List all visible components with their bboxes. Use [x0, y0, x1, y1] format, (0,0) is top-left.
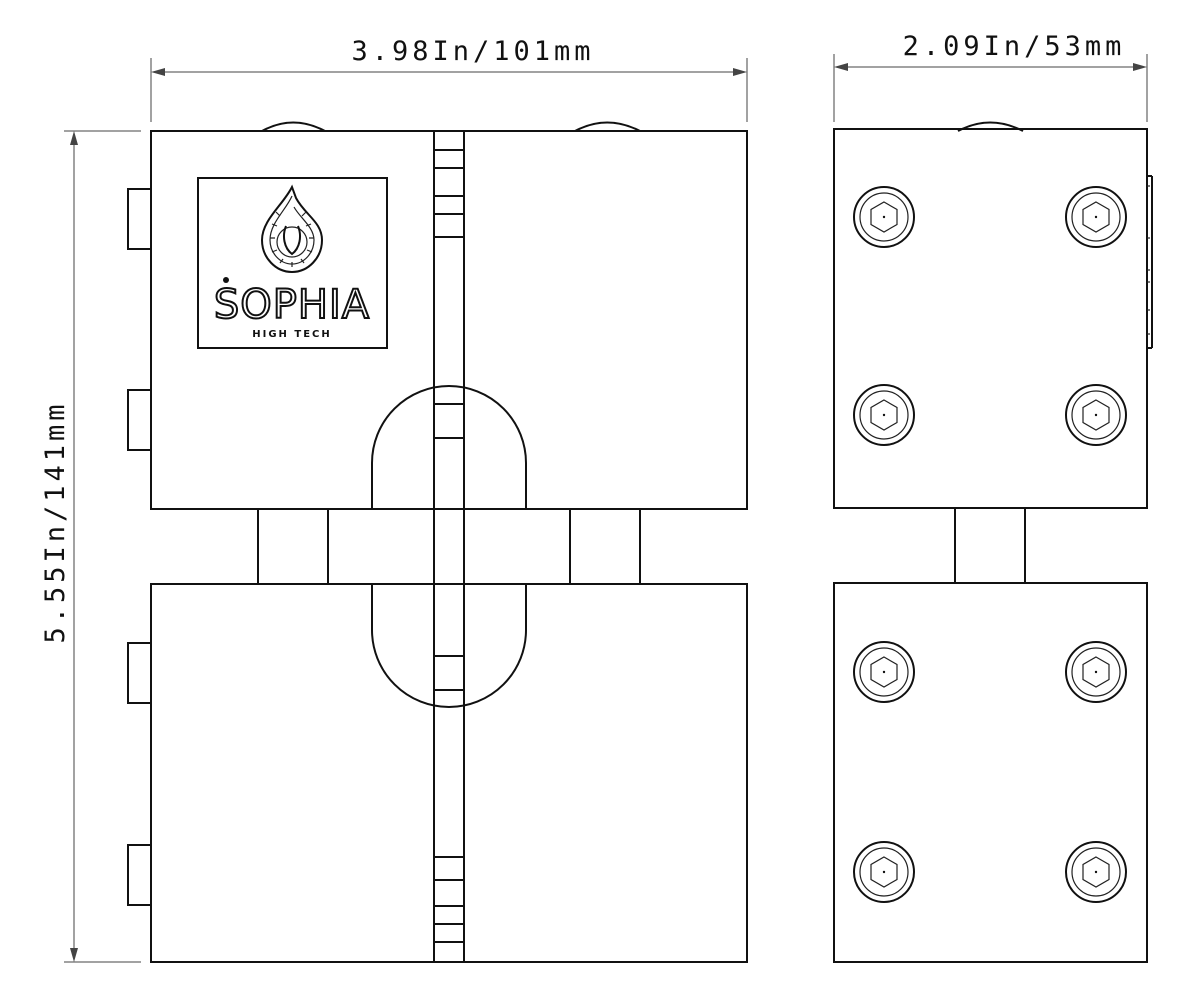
upper-center-cutout — [371, 385, 527, 509]
front-view: SOPHIA HIGH TECH — [127, 121, 748, 963]
hinge-segments — [434, 149, 464, 943]
logo-plate: SOPHIA HIGH TECH — [197, 177, 388, 349]
hex-bolt-icon — [853, 186, 915, 248]
width-dimension: 3.98In/101mm — [150, 36, 748, 122]
depth-dimension-label: 2.09In/53mm — [903, 31, 1126, 62]
depth-dimension: 2.09In/53mm — [833, 31, 1148, 122]
side-lower-block — [833, 582, 1148, 963]
hex-bolt-icon — [1065, 384, 1127, 446]
hex-bolt-icon — [853, 384, 915, 446]
sophia-logo-icon — [223, 184, 324, 283]
side-connector-post — [954, 507, 1026, 584]
side-view — [833, 121, 1153, 963]
hex-bolt-icon — [1065, 186, 1127, 248]
logo-brand-text: SOPHIA — [214, 282, 370, 328]
height-dimension: 5.55In/141mm — [40, 130, 141, 963]
side-upper-block — [833, 128, 1148, 509]
hex-bolt-icon — [1065, 841, 1127, 903]
side-edge-strip — [1147, 175, 1153, 349]
top-bump-left — [261, 121, 326, 132]
hex-bolt-icon — [1065, 641, 1127, 703]
hex-bolts — [853, 186, 1127, 903]
side-lug — [127, 389, 152, 451]
lower-center-cutout — [371, 584, 527, 708]
logo-tagline-text: HIGH TECH — [252, 329, 332, 340]
lower-left-block — [150, 583, 435, 963]
hinge-strip — [433, 130, 465, 963]
height-dimension-label: 5.55In/141mm — [40, 400, 71, 643]
hex-bolt-icon — [853, 841, 915, 903]
top-bump-right — [574, 121, 641, 132]
side-lug — [127, 188, 152, 250]
connector-post-left — [257, 508, 329, 585]
width-dimension-label: 3.98In/101mm — [351, 36, 594, 67]
side-lug — [127, 844, 152, 906]
lower-right-block — [463, 583, 748, 963]
connector-post-right — [569, 508, 641, 585]
side-lug — [127, 642, 152, 704]
hex-bolt-icon — [853, 641, 915, 703]
upper-right-block — [463, 130, 748, 510]
